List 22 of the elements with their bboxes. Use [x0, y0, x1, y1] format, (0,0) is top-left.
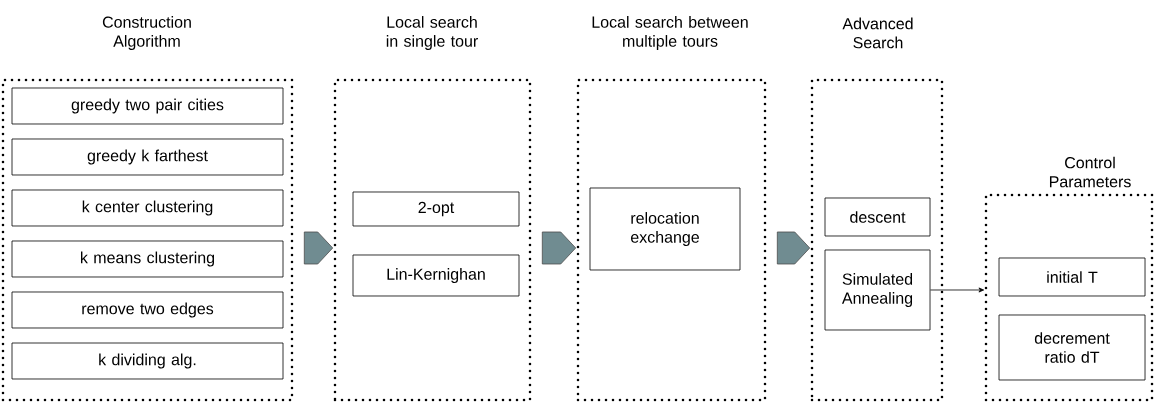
process-box: greedy k farthest	[11, 138, 284, 176]
group-heading: Advanced Search	[842, 17, 913, 49]
group-heading: Local search in single tour	[386, 16, 478, 50]
process-box: k means clustering	[11, 240, 284, 278]
process-box: 2-opt	[352, 191, 520, 227]
chevron-arrow	[303, 231, 334, 265]
process-box: k center clustering	[11, 189, 284, 227]
process-box: Simulated Annealing	[824, 249, 931, 331]
process-box: remove two edges	[11, 291, 284, 329]
chevron-arrow	[541, 231, 577, 265]
chevron-arrow	[776, 231, 811, 265]
group-heading: Construction Algorithm	[102, 16, 191, 50]
group-heading: Local search between multiple tours	[592, 16, 748, 50]
process-box: Lin-Kernighan	[352, 254, 520, 297]
process-box: descent	[824, 197, 931, 237]
process-box: decrement ratio dT	[998, 314, 1146, 381]
process-box: greedy two pair cities	[11, 87, 284, 125]
group-heading: Control Parameters	[1050, 156, 1131, 188]
arrow	[930, 287, 985, 293]
process-box: initial T	[998, 257, 1146, 297]
process-box: k dividing alg.	[11, 342, 284, 380]
process-box: relocation exchange	[589, 187, 741, 271]
